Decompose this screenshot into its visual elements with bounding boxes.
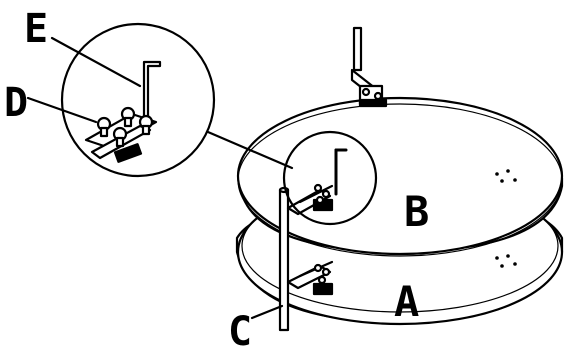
leader-e	[50, 36, 142, 88]
upper-disc-b	[236, 96, 564, 257]
top-clamp	[350, 26, 388, 108]
label-d: D	[4, 80, 28, 126]
rod-clamp-upper	[286, 148, 348, 216]
magnified-detail	[60, 22, 216, 178]
disc-b-holes	[495, 169, 517, 183]
label-a: A	[394, 277, 419, 326]
leader-c	[250, 304, 284, 320]
magnify-leader	[206, 130, 294, 170]
label-b: B	[404, 187, 429, 236]
rod-c	[278, 186, 290, 332]
bolts-d	[96, 106, 154, 148]
label-c: C	[228, 309, 252, 350]
label-e: E	[24, 6, 48, 52]
leader-d	[26, 96, 98, 124]
rod-clamp-lower	[286, 260, 334, 296]
detail-highlight-circle	[282, 130, 378, 226]
disc-a-holes	[495, 254, 517, 268]
